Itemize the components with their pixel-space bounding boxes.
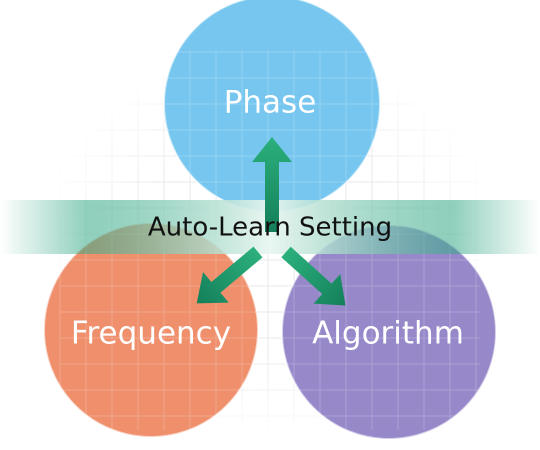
- arrow-down-left-icon: [196, 246, 263, 304]
- arrow-up-icon: [252, 137, 292, 232]
- arrows: [196, 137, 346, 306]
- node-algorithm-label: Algorithm: [312, 316, 464, 352]
- node-phase-label: Phase: [224, 85, 317, 121]
- arrow-down-right-icon: [281, 246, 346, 306]
- center-label: Auto-Learn Setting: [148, 213, 392, 243]
- node-frequency-label: Frequency: [71, 316, 231, 352]
